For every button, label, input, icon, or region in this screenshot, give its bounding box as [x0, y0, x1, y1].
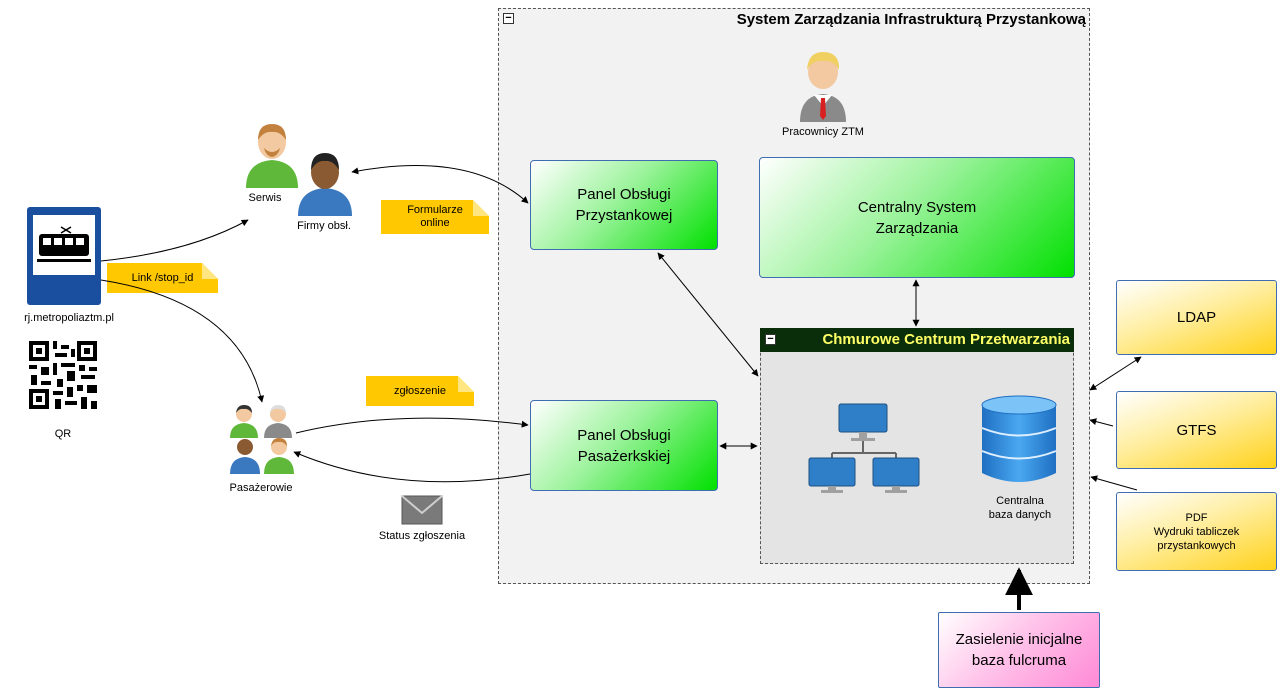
- pdf-box[interactable]: PDF Wydruki tabliczek przystankowych: [1116, 492, 1277, 571]
- central-system-box[interactable]: Centralny System Zarządzania: [759, 157, 1075, 278]
- envelope-icon: [401, 495, 443, 525]
- system-collapse-button[interactable]: −: [503, 13, 514, 24]
- stop-panel-to-cloud-arrow: [657, 252, 759, 377]
- gtfs-to-cloud-arrow: [1089, 418, 1114, 427]
- serwis-icon: [246, 124, 298, 188]
- link-note: Link /stop_id: [107, 263, 218, 293]
- passengers-to-panel-arrow: [295, 417, 529, 434]
- gtfs-box[interactable]: GTFS: [1116, 391, 1277, 469]
- ldap-box[interactable]: LDAP: [1116, 280, 1277, 355]
- ldap-to-cloud-arrow: [1089, 356, 1142, 391]
- firms-to-stop-panel-arrow: [351, 165, 529, 204]
- panel-to-passengers-status-arrow: [293, 451, 531, 483]
- pdf-to-cloud-arrow: [1090, 475, 1138, 491]
- serwis-label: Serwis: [248, 192, 282, 204]
- stop-to-passengers-arrow: [100, 279, 265, 403]
- qr-code-icon: [27, 339, 99, 411]
- network-icon: [808, 403, 920, 493]
- staff-label: Pracownicy ZTM: [782, 126, 864, 138]
- stop-url-label[interactable]: rj.metropoliaztm.pl: [24, 312, 114, 324]
- firm-label: Firmy obsł.: [297, 220, 351, 232]
- firm-icon: [298, 153, 352, 216]
- database-icon: [981, 395, 1057, 482]
- cloud-collapse-button[interactable]: −: [765, 334, 776, 345]
- passengers-icon: [230, 405, 294, 474]
- passenger-panel-box[interactable]: Panel Obsługi Pasażerkskiej: [530, 400, 718, 491]
- system-title: System Zarządzania Infrastrukturą Przyst…: [736, 11, 1086, 28]
- passengers-label: Pasażerowie: [229, 482, 293, 494]
- seed-box[interactable]: Zasielenie inicjalne baza fulcruma: [938, 612, 1100, 688]
- stop-to-serwis-arrow: [100, 219, 249, 262]
- report-note: zgłoszenie: [366, 376, 474, 406]
- qr-label: QR: [54, 428, 72, 440]
- tram-stop-sign-icon: [27, 207, 101, 305]
- forms-note: Formularze online: [381, 200, 489, 234]
- staff-icon: [800, 52, 846, 122]
- database-label: Centralna baza danych: [988, 495, 1052, 521]
- cloud-title: Chmurowe Centrum Przetwarzania: [760, 328, 1074, 352]
- stop-panel-box[interactable]: Panel Obsługi Przystankowej: [530, 160, 718, 250]
- status-label: Status zgłoszenia: [378, 530, 466, 542]
